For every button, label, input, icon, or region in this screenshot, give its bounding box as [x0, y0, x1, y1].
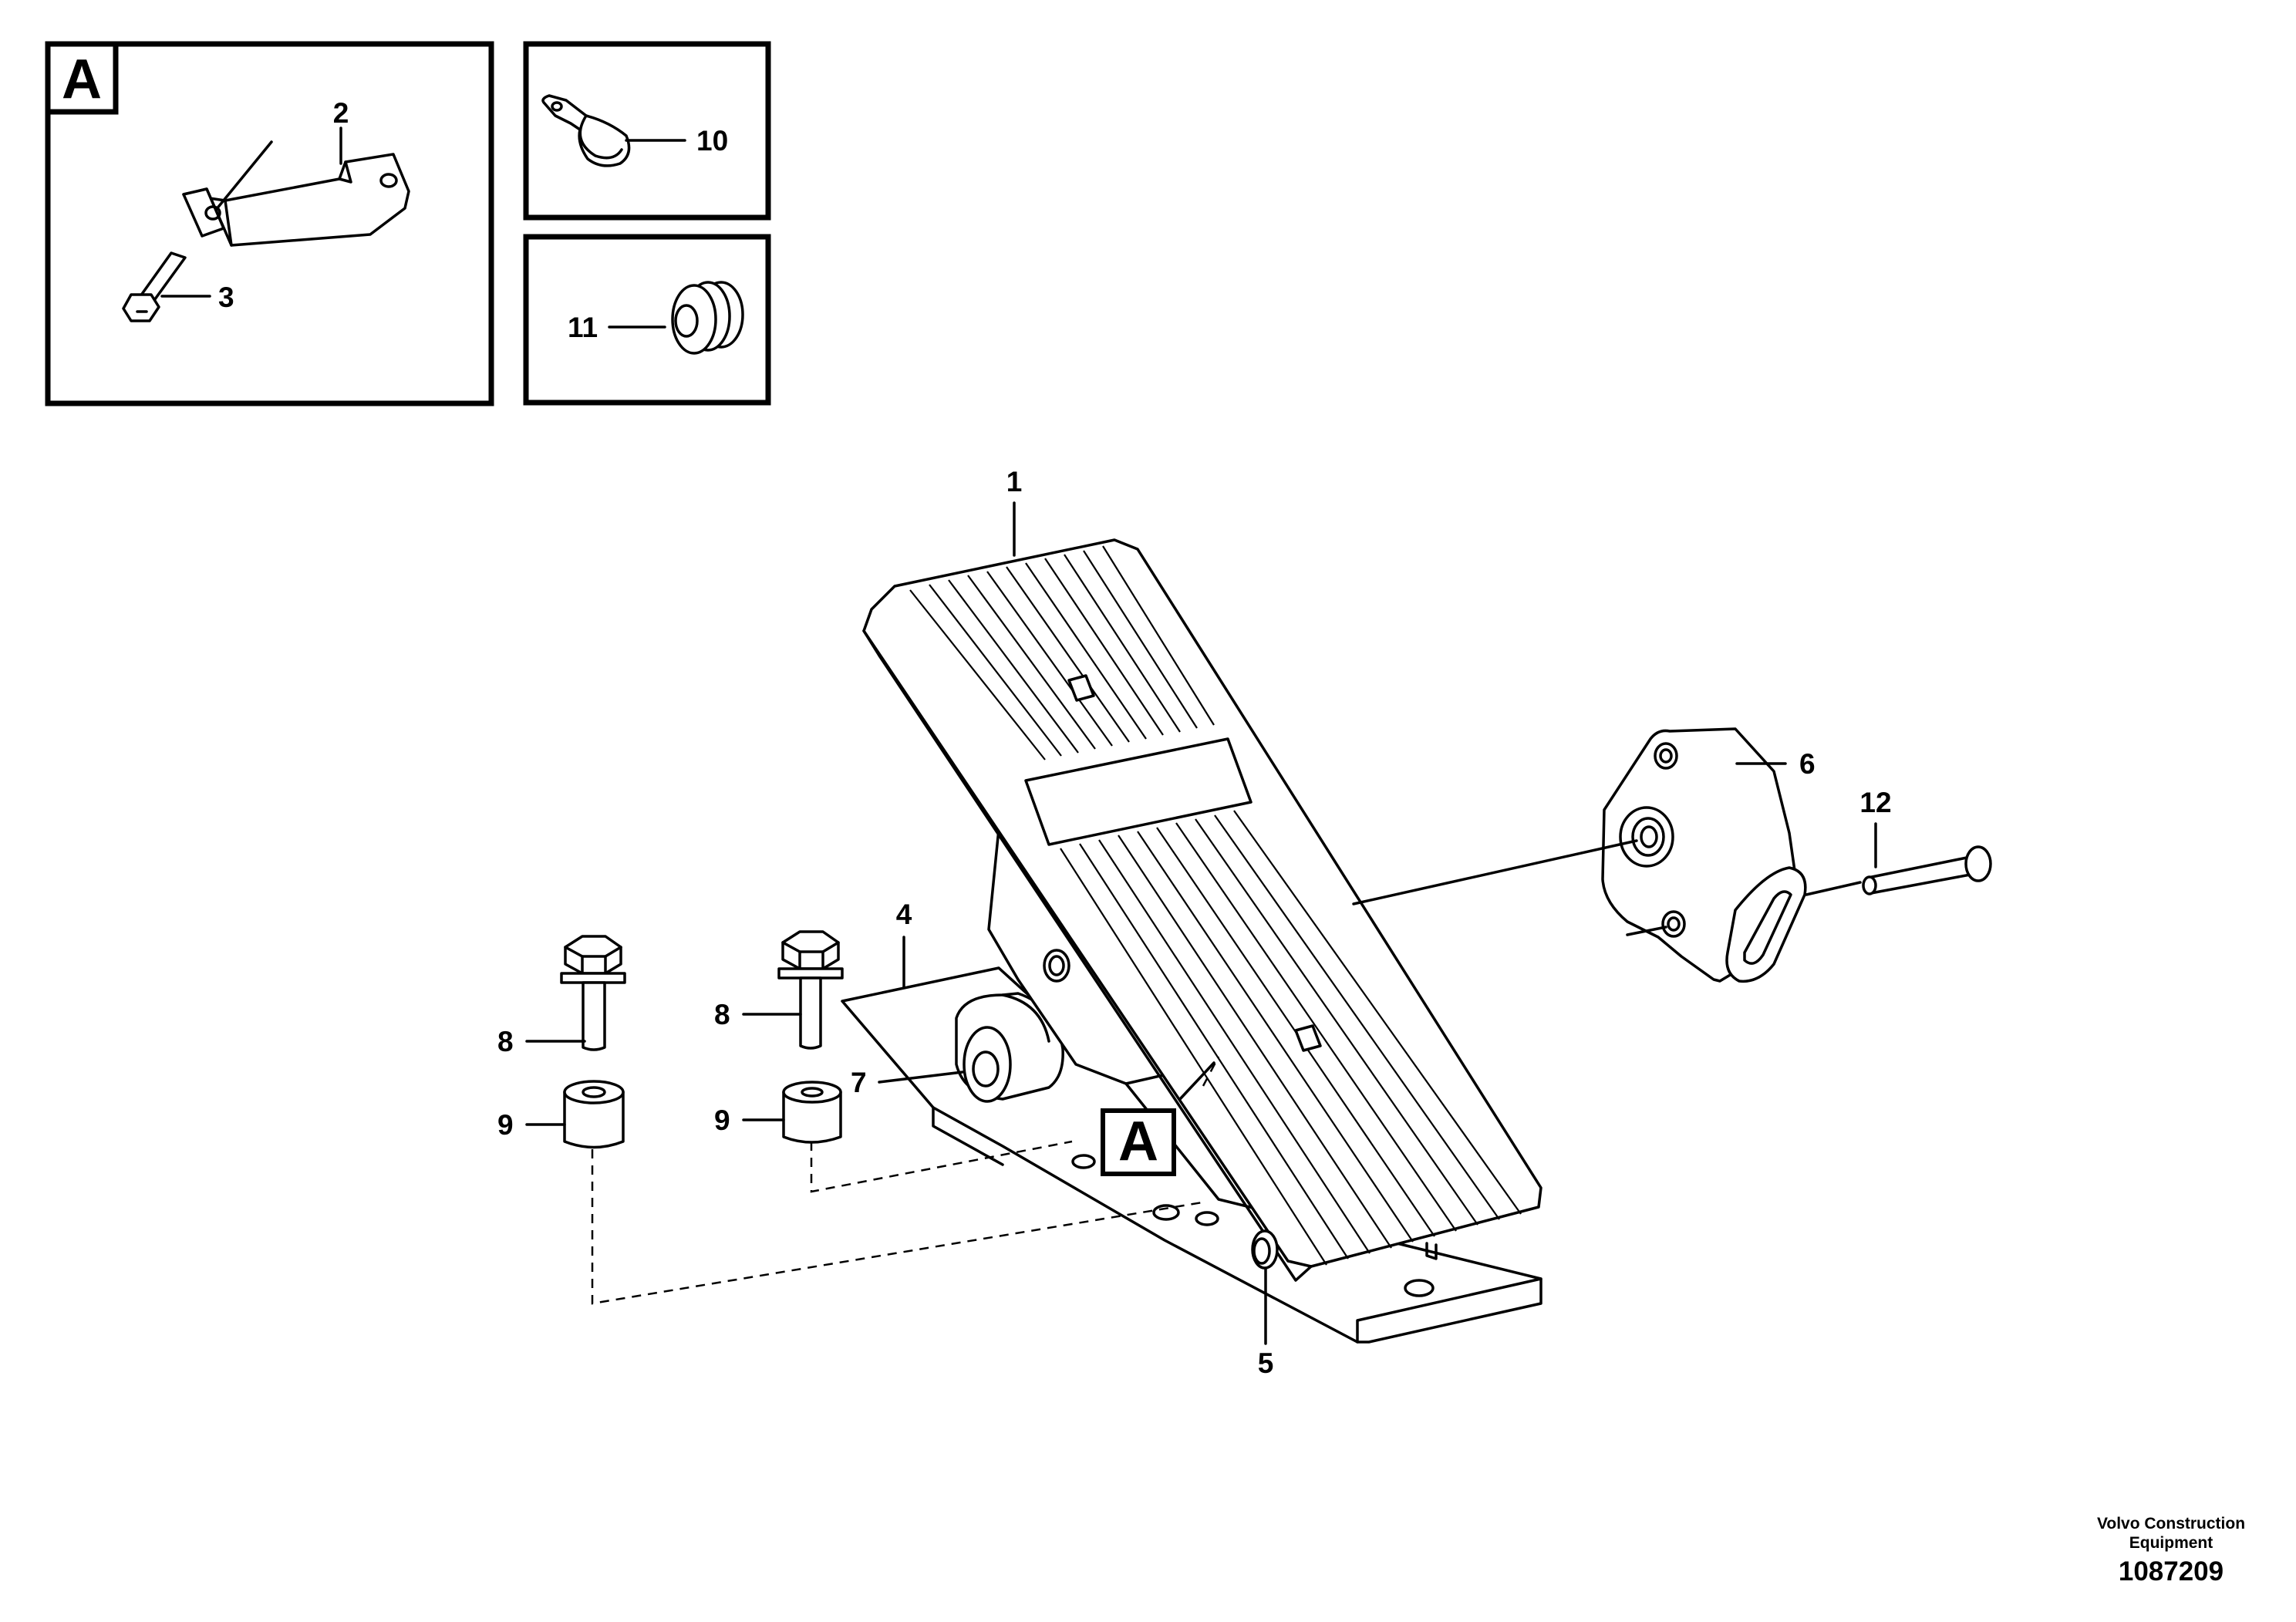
detail-a-label: A: [62, 49, 102, 110]
screw-drawing: [122, 251, 187, 322]
callout-3: 3: [218, 282, 234, 313]
pivot-pin: [1251, 1229, 1279, 1270]
bolt-right: [777, 930, 844, 1050]
callout-10: 10: [696, 125, 728, 157]
bolt-left: [560, 935, 626, 1051]
footer-company-line2: Equipment: [2129, 1534, 2213, 1552]
spacer-right: [782, 1081, 842, 1144]
hinge-block: [955, 992, 1064, 1103]
detail-a-reference-label: A: [1118, 1111, 1158, 1172]
clip-drawing: [541, 94, 631, 167]
callout-6: 6: [1799, 748, 1816, 780]
spacer-left: [563, 1080, 625, 1149]
mount-line-far: [591, 1149, 1208, 1305]
sensor-axis-line: [1202, 1056, 1220, 1087]
leader-7: [878, 1071, 964, 1084]
position-sensor: [1352, 727, 1807, 983]
pedal-assembly: [591, 538, 1542, 1344]
footer-company-line1: Volvo Construction: [2096, 1515, 2246, 1533]
grommet-drawing: [671, 281, 744, 355]
detail-a-box: A 2 3: [45, 41, 494, 406]
part-11-box: 11: [523, 234, 771, 406]
part-10-box: 10: [523, 41, 771, 221]
callout-8-left: 8: [497, 1026, 514, 1057]
callout-9-right: 9: [714, 1104, 730, 1136]
callout-5: 5: [1258, 1347, 1274, 1379]
pedal-top: [862, 538, 1542, 1282]
callout-4: 4: [896, 899, 912, 930]
callout-11: 11: [568, 312, 598, 343]
mount-line-near: [810, 1140, 1073, 1193]
callout-7: 7: [851, 1067, 867, 1098]
detail-a-reference: A: [1101, 1061, 1215, 1176]
callout-1: 1: [1006, 466, 1023, 497]
callout-8-right: 8: [714, 999, 730, 1030]
sensor-screw: [1805, 845, 1992, 896]
callout-2: 2: [333, 97, 349, 129]
footer-drawing-number: 1087209: [2118, 1556, 2224, 1587]
callout-12: 12: [1859, 787, 1891, 818]
bracket-drawing: [182, 140, 410, 247]
footer-company: Volvo Construction Equipment: [2075, 1514, 2267, 1553]
callout-9-left: 9: [497, 1109, 514, 1141]
